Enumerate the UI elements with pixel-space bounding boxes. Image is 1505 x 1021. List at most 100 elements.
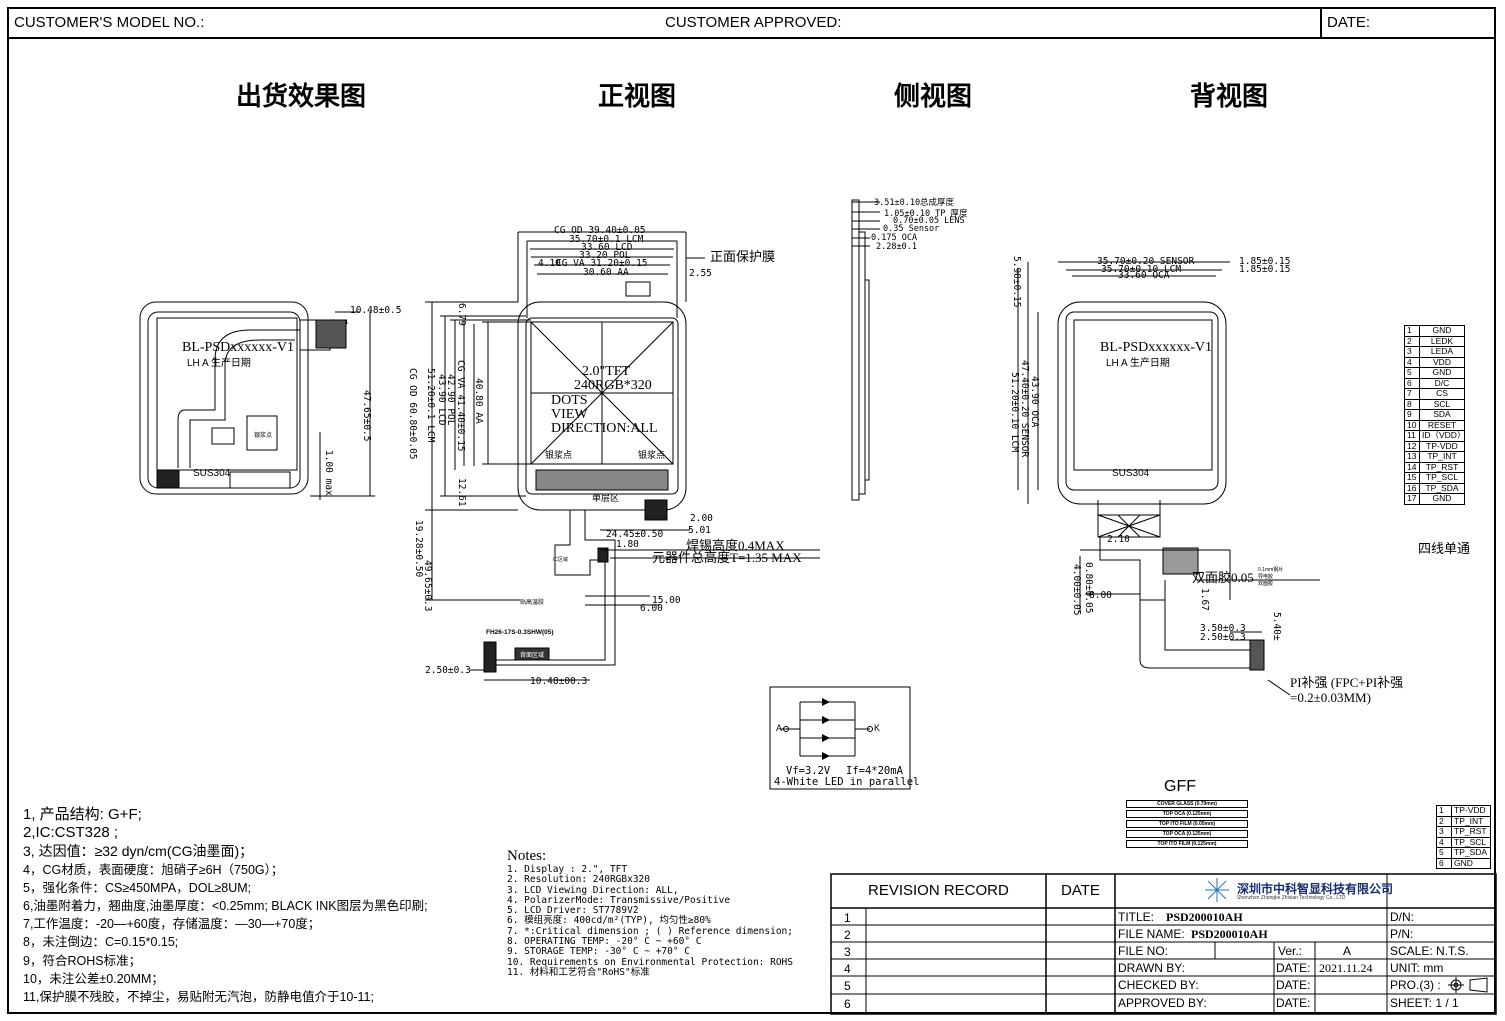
ship-model-text: BL-PSDxxxxxx-V1 xyxy=(182,340,295,355)
back-dim-right-0: 1.85±0.15 xyxy=(1239,256,1291,267)
gff-layer: TOP ITO FILM (0.125mm) xyxy=(1126,840,1248,848)
front-dim-1500: 15.00 xyxy=(652,595,681,606)
note-en-line: 6. 模组亮度: 400cd/m²(TYP), 均匀性≥80% xyxy=(507,915,711,927)
pin-number: 13 xyxy=(1404,451,1420,463)
back-dim-side-1: 51.20±0.10 LCM xyxy=(1009,372,1020,453)
note-cn-1: 1, 产品结构: G+F; xyxy=(23,806,142,823)
side-dim-1: 1.05±0.10 TP 厚度 xyxy=(884,209,968,219)
note-en-line: 7. *:Critical dimension ; ( ) Reference … xyxy=(507,925,793,937)
pin-number: 15 xyxy=(1404,472,1420,484)
note-en-line: 1. Display : 2.", TFT xyxy=(507,864,628,875)
revision-row-number: 6 xyxy=(844,997,851,1011)
led-line1: Vf=3.2V xyxy=(786,765,831,777)
back-dim-right-1: 1.85±0.15 xyxy=(1239,264,1291,275)
front-display-line-2: DOTS xyxy=(551,393,588,408)
back-tape-note-0: 0.1mm钢片 xyxy=(1258,567,1284,573)
front-dim-255: 2.55 xyxy=(689,268,712,279)
side-dim-3: 0.35 Sensor xyxy=(883,224,940,234)
drawn-date-value: 2021.11.24 xyxy=(1319,961,1373,975)
title-side-view: 侧视图 xyxy=(894,82,973,112)
customer-approved-label: CUSTOMER APPROVED: xyxy=(665,14,842,31)
file-no-label: FILE NO: xyxy=(1118,944,1169,958)
back-sus-label: SUS304 xyxy=(1112,468,1150,479)
revision-date-label: DATE xyxy=(1061,882,1100,899)
back-dim-400: 4.00±0.05 xyxy=(1071,564,1082,616)
front-dim-2445: 24.45±0.50 xyxy=(606,529,664,540)
drawn-by-label: DRAWN BY: xyxy=(1118,961,1185,975)
gff-layer: TOP OCA (0.125mm) xyxy=(1126,830,1248,838)
tp-pin-name: TP_SDA xyxy=(1451,847,1491,859)
side-dim-2: 0.70±0.05 LENS xyxy=(893,216,965,226)
note-en-line: 9. STORAGE TEMP: -30° C ~ +70° C xyxy=(507,946,691,958)
back-sub-text: LH A 生产日期 xyxy=(1106,358,1170,369)
note-cn-4: 4，CG材质，表面硬度：旭硝子≥6H（750G）； xyxy=(23,862,284,877)
front-display-line-4: DIRECTION:ALL xyxy=(551,421,658,436)
back-model-text: BL-PSDxxxxxx-V1 xyxy=(1100,340,1213,355)
led-anode: A xyxy=(776,723,783,733)
revision-row-number: 3 xyxy=(844,945,851,959)
drawn-date-label: DATE: xyxy=(1276,961,1311,975)
file-name-label: FILE NAME: xyxy=(1118,927,1185,941)
note-cn-2: 2,IC:CST328 ; xyxy=(23,824,119,842)
customer-model-label: CUSTOMER'S MODEL NO.: xyxy=(14,14,205,31)
back-dim-side-2: 43.90 OCA xyxy=(1029,376,1040,428)
approved-by-label: APPROVED BY: xyxy=(1118,996,1207,1010)
note-cn-3: 3, 达因值：≥32 dyn/cm(CG油墨面)； xyxy=(23,843,254,860)
front-dim-1261: 12.61 xyxy=(456,478,467,507)
front-display-line-0: 2.0"TFT xyxy=(582,364,631,379)
tp-pin-number: 4 xyxy=(1436,836,1452,848)
pn-label: P/N: xyxy=(1390,927,1414,941)
pin-name: LEDA xyxy=(1419,346,1465,358)
note-cn-8: 8，未注倒边：C=0.15*0.15; xyxy=(23,935,179,950)
ship-dim-max: 1.00 max xyxy=(323,450,334,496)
pin-name: RESET xyxy=(1419,419,1465,431)
pin-number: 12 xyxy=(1404,440,1420,452)
side-dim-5: 2.28±0.1 xyxy=(876,242,917,252)
ver-label: Ver.: xyxy=(1278,944,1303,958)
led-line1b: If=4*20mA xyxy=(846,765,903,777)
front-dim-side-1: 51.20±0.1 LCM xyxy=(425,368,436,443)
company-name-en: Shenzhen Zhongke Zhixian Technology Co.,… xyxy=(1237,895,1346,901)
back-dim-350: 3.50±0.3 xyxy=(1200,623,1246,634)
back-dim-210: 2.10 xyxy=(1107,534,1130,545)
pin-name: TP-VDD xyxy=(1419,440,1465,452)
front-dim-side-5: 40.80 AA xyxy=(473,378,484,424)
pin-name: GND xyxy=(1419,367,1465,379)
date-label: DATE: xyxy=(1327,14,1371,31)
pin-name: LEDK xyxy=(1419,335,1465,347)
back-dim-top-1: 35.70±0.10 LCM xyxy=(1101,264,1182,275)
pin-number: 5 xyxy=(1404,367,1420,379)
pin-number: 8 xyxy=(1404,398,1420,410)
back-pi-label: PI补强 (FPC+PI补强=0.2±0.03MM) xyxy=(1290,675,1404,705)
pin-number: 9 xyxy=(1404,409,1420,421)
back-dim-080: 0.80±0.05 xyxy=(1083,562,1094,614)
front-single-layer: 单层区 xyxy=(592,493,620,503)
notes-cn: 1, 产品结构: G+F; 2,IC:CST328 ; 3, 达因值：≥32 d… xyxy=(23,806,428,1006)
note-en-line: 3. LCD Viewing Direction: ALL, xyxy=(507,884,679,896)
front-ic-label: IC区域 xyxy=(553,557,569,563)
front-dim-top-3: 33.20 POL xyxy=(579,250,631,261)
tp-pin-name: TP_RST xyxy=(1451,826,1491,838)
front-dim-200: 2.00 xyxy=(690,513,713,524)
back-four-wire: 四线单通 xyxy=(1418,541,1471,556)
note-en-line: 10. Requirements on Environmental Protec… xyxy=(507,956,793,968)
pin-number: 6 xyxy=(1404,377,1420,389)
front-dim-250: 2.50±0.3 xyxy=(425,665,471,676)
front-display-line-1: 240RGB*320 xyxy=(574,378,652,393)
tp-pin-name: TP_INT xyxy=(1451,815,1491,827)
file-name-value: PSD200010AH xyxy=(1191,927,1268,941)
revision-row-number: 4 xyxy=(844,962,851,976)
tp-pin-number: 3 xyxy=(1436,826,1452,838)
